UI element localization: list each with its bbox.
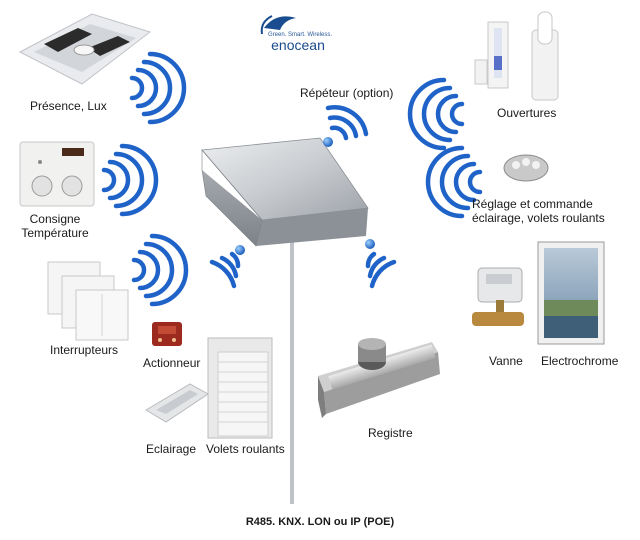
label-reglage-line1: Réglage et commande <box>472 197 593 211</box>
label-electrochrome: Electrochrome <box>541 354 619 368</box>
wireless-icon-presence <box>129 51 187 125</box>
label-shutters: Volets roulants <box>206 442 285 456</box>
electrochrome-window-image <box>537 241 605 345</box>
presence-sensor-image <box>18 13 152 85</box>
enocean-logo: Green. Smart. Wireless. enocean <box>260 15 332 53</box>
label-actuator: Actionneur <box>143 356 201 370</box>
logo-brand: enocean <box>271 37 325 53</box>
wireless-icon-thermostat <box>101 143 159 217</box>
actuator-image <box>152 322 182 346</box>
shutter-image <box>207 337 273 439</box>
remote-control-image <box>503 154 549 182</box>
wireless-icon-remote <box>425 145 483 219</box>
label-reglage: Réglage et commande éclairage, volets ro… <box>472 197 605 225</box>
wireless-icon-antenna-top <box>325 105 369 141</box>
signal-arcs <box>101 51 483 307</box>
window-contacts-image <box>474 11 559 101</box>
thermostat-image <box>19 141 95 207</box>
label-setpoint-line2: Température <box>21 226 89 240</box>
label-register: Registre <box>368 426 413 440</box>
label-setpoint-line1: Consigne <box>29 212 81 226</box>
wireless-icon-antenna-right <box>365 251 397 289</box>
label-openings: Ouvertures <box>497 106 557 120</box>
label-reglage-line2: éclairage, volets roulants <box>472 211 605 225</box>
valve-image <box>472 267 524 326</box>
switches-image <box>47 261 129 341</box>
label-setpoint: Consigne Température <box>10 212 100 240</box>
bus-mast <box>290 238 294 504</box>
label-valve: Vanne <box>489 354 523 368</box>
wireless-icon-switches <box>131 233 189 307</box>
antenna-dot-right <box>365 239 375 249</box>
register-image <box>318 338 440 418</box>
logo-tagline: Green. Smart. Wireless. <box>268 32 332 38</box>
label-repeater: Répéteur (option) <box>300 86 394 100</box>
wireless-icon-antenna-left <box>209 251 241 289</box>
wireless-icon-openings <box>407 77 465 151</box>
antenna-dot-left <box>235 245 245 255</box>
bus-protocols-caption: R485. KNX. LON ou IP (POE) <box>245 516 395 528</box>
label-switches: Interrupteurs <box>50 343 119 357</box>
lighting-image <box>145 383 209 423</box>
antenna-dot-top <box>323 137 333 147</box>
antenna-gateway-image <box>201 137 369 247</box>
label-lighting: Eclairage <box>146 442 197 456</box>
label-presence: Présence, Lux <box>30 99 107 113</box>
